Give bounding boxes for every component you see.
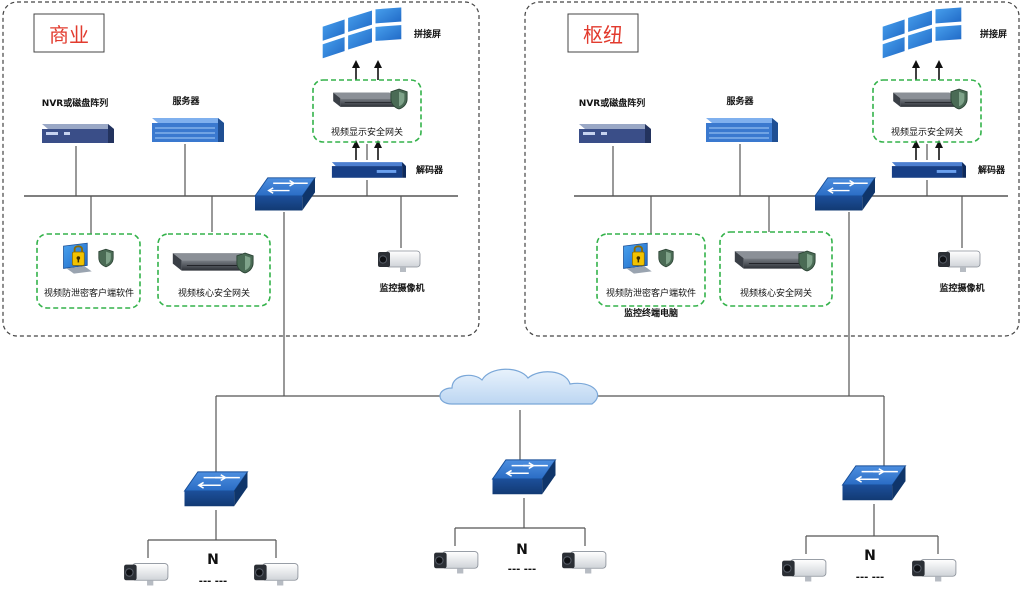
camera-icon	[377, 250, 421, 273]
client-label: 视频防泄密客户端软件	[606, 287, 696, 299]
display-gateway-label: 视频显示安全网关	[331, 126, 403, 138]
server-icon	[151, 117, 225, 143]
shield-icon	[798, 250, 816, 272]
camera-icon	[911, 559, 957, 583]
camera-icon	[937, 250, 981, 273]
decoder-label: 解码器	[978, 164, 1006, 176]
zone-title-right: 枢纽	[583, 23, 623, 47]
zone-right: 拼接屏 视频显示安全网关 解码器 NVR或磁盘阵列 服务器 视频防泄密客户端软件…	[574, 6, 1008, 319]
client-frame	[596, 233, 706, 307]
decoder-icon	[331, 162, 406, 178]
switch-icon	[254, 177, 316, 212]
zone-box-left	[2, 1, 480, 337]
switch-icon	[183, 471, 249, 508]
decoder-icon	[891, 162, 966, 178]
nvr-label: NVR或磁盘阵列	[42, 97, 108, 109]
terminal-label: 监控终端电脑	[624, 307, 678, 319]
wan-links	[215, 212, 885, 472]
client-icon	[62, 242, 93, 275]
shield-icon	[98, 248, 114, 268]
branch-links	[147, 498, 939, 558]
zone-title-box-left	[33, 13, 105, 53]
display-gateway-frame	[312, 79, 422, 143]
video-wall-icon	[321, 6, 403, 61]
server-label: 服务器	[726, 95, 754, 107]
switch-icon	[491, 459, 557, 496]
client-label: 视频防泄密客户端软件	[44, 287, 134, 299]
zone-box-right	[524, 1, 1020, 337]
branch-count: N	[207, 552, 219, 568]
display-gateway-label: 视频显示安全网关	[891, 126, 963, 138]
cloud-icon	[439, 368, 599, 405]
camera-icon	[561, 551, 607, 575]
client-icon	[622, 242, 653, 275]
camera-label: 监控摄像机	[379, 282, 424, 294]
camera-icon	[433, 551, 479, 575]
nvr-icon	[579, 124, 651, 143]
core-gateway-label: 视频核心安全网关	[740, 287, 812, 299]
server-label: 服务器	[172, 95, 200, 107]
video-wall-label: 拼接屏	[414, 28, 441, 40]
core-gateway-label: 视频核心安全网关	[178, 287, 250, 299]
nvr-label: NVR或磁盘阵列	[579, 97, 645, 109]
video-wall-icon	[881, 6, 963, 61]
branch-dots: --- ---	[508, 564, 536, 575]
video-wall-label: 拼接屏	[980, 28, 1007, 40]
branch-dots: --- ---	[199, 576, 227, 587]
shield-icon	[950, 88, 968, 110]
shield-icon	[236, 252, 254, 274]
branch-count: N	[516, 542, 528, 558]
zone-title-left: 商业	[49, 23, 89, 47]
shield-icon	[658, 248, 674, 268]
zone-left: 拼接屏 视频显示安全网关 解码器 NVR或磁盘阵列 服务器 视频防泄密客户端软件…	[24, 6, 458, 309]
branch-count: N	[864, 548, 876, 564]
server-icon	[705, 117, 779, 143]
display-gateway-icon	[332, 92, 398, 108]
decoder-label: 解码器	[416, 164, 444, 176]
camera-icon	[781, 559, 827, 583]
camera-icon	[253, 563, 299, 587]
camera-label: 监控摄像机	[939, 282, 984, 294]
branch-dots: --- ---	[856, 572, 884, 583]
shield-icon	[390, 88, 408, 110]
switch-icon	[814, 177, 876, 212]
core-gateway-frame	[157, 233, 271, 307]
zone-title-box-right	[567, 13, 639, 53]
display-gateway-frame	[872, 79, 982, 143]
camera-icon	[123, 563, 169, 587]
display-gateway-icon	[892, 92, 958, 108]
client-frame	[36, 233, 141, 309]
switch-icon	[841, 465, 907, 502]
nvr-icon	[42, 124, 114, 143]
